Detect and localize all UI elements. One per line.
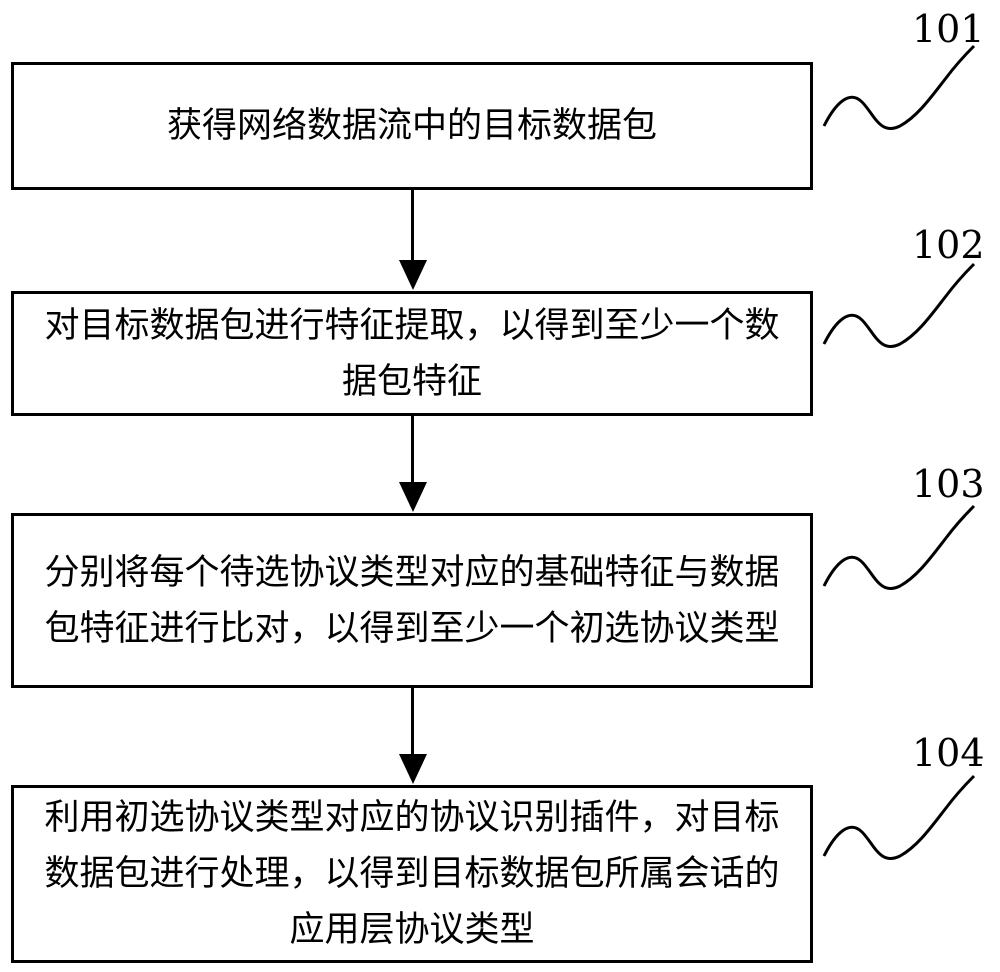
step-text-103: 分别将每个待选协议类型对应的基础特征与数据包特征进行比对，以得到至少一个初选协议… xyxy=(44,552,780,649)
step-box-101: 获得网络数据流中的目标数据包 xyxy=(11,62,813,190)
step-label-101: 101 xyxy=(912,7,985,51)
arrow-head-3 xyxy=(399,754,427,784)
step-label-103: 103 xyxy=(912,462,985,506)
step-text-102: 对目标数据包进行特征提取，以得到至少一个数据包特征 xyxy=(44,305,780,402)
step-text-101: 获得网络数据流中的目标数据包 xyxy=(166,106,657,146)
leader-squiggle-102 xyxy=(822,262,976,348)
step-text-104: 利用初选协议类型对应的协议识别插件，对目标数据包进行处理，以得到目标数据包所属会… xyxy=(44,798,780,950)
step-box-102: 对目标数据包进行特征提取，以得到至少一个数据包特征 xyxy=(11,291,813,416)
step-box-104: 利用初选协议类型对应的协议识别插件，对目标数据包进行处理，以得到目标数据包所属会… xyxy=(11,785,813,963)
arrow-head-1 xyxy=(399,260,427,290)
step-label-102: 102 xyxy=(912,223,985,267)
arrow-line-1 xyxy=(411,190,414,262)
leader-squiggle-103 xyxy=(822,504,976,590)
leader-squiggle-104 xyxy=(822,774,976,860)
arrow-line-2 xyxy=(411,416,414,484)
arrow-head-2 xyxy=(399,482,427,512)
arrow-line-3 xyxy=(411,688,414,756)
step-label-104: 104 xyxy=(912,731,985,775)
leader-squiggle-101 xyxy=(822,44,976,130)
step-box-103: 分别将每个待选协议类型对应的基础特征与数据包特征进行比对，以得到至少一个初选协议… xyxy=(11,513,813,688)
